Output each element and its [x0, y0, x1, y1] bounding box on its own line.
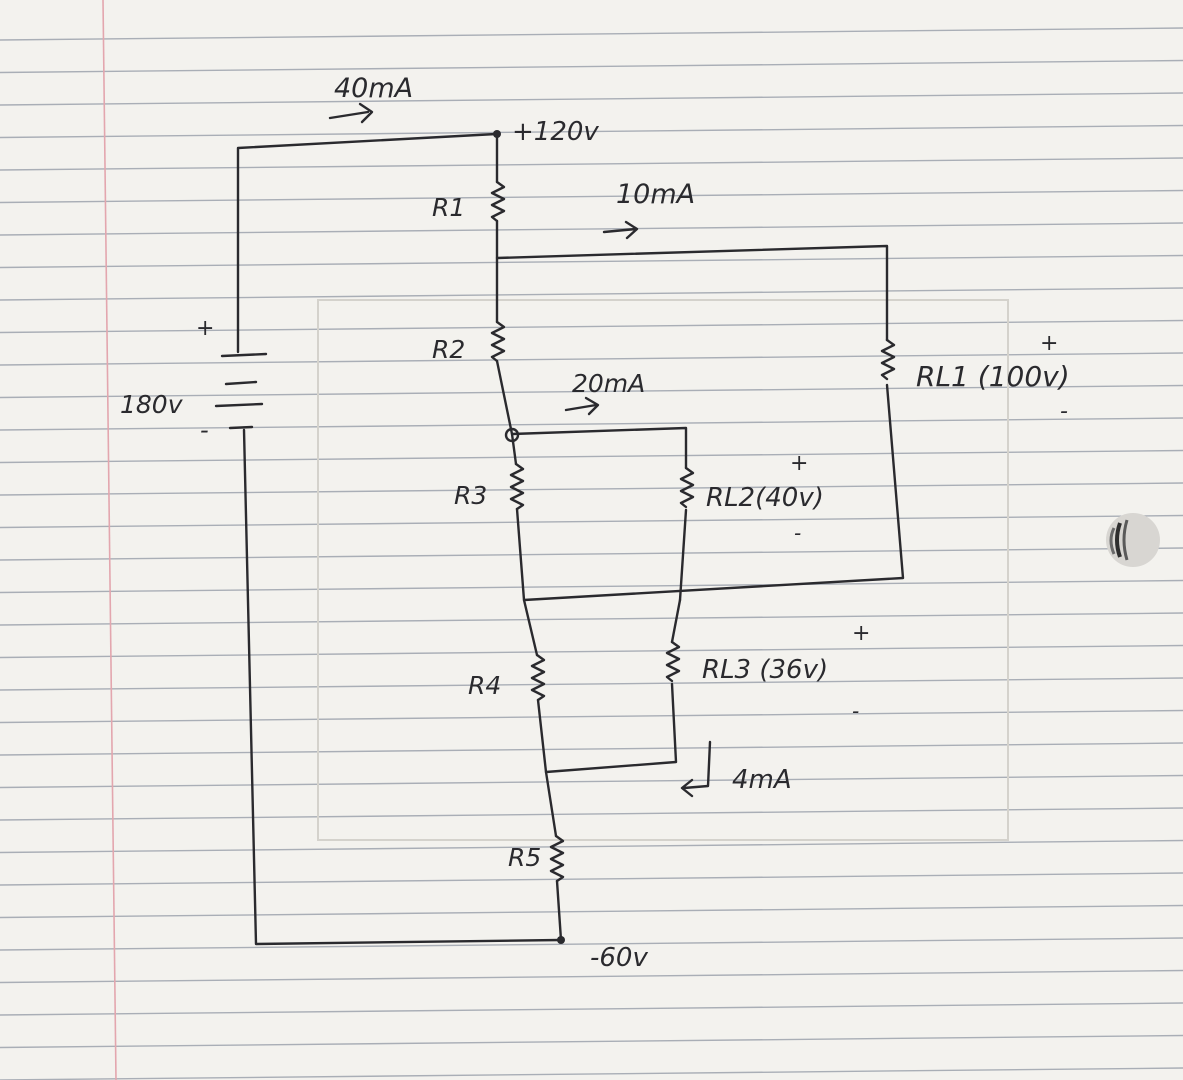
rule-line [0, 937, 1183, 951]
rule-line [0, 774, 1183, 789]
arrow-10ma [602, 220, 639, 240]
rule-line [0, 222, 1183, 236]
wire-rl3-loop [544, 598, 682, 774]
label-r2: R2 [432, 335, 465, 364]
battery-symbol [214, 352, 268, 430]
rule-line [0, 384, 1183, 399]
arrow-40ma [328, 102, 374, 124]
rule-line [0, 514, 1183, 529]
rule-line [0, 92, 1183, 106]
wire-left-bottom [242, 428, 562, 946]
arrow-20ma [564, 396, 600, 416]
rule-line [0, 157, 1183, 171]
rule-line [0, 904, 1183, 919]
label-source-voltage: 180v [120, 390, 184, 419]
show-through-rectangle [317, 299, 1009, 841]
rule-line [0, 254, 1183, 269]
rl1-zigzag [880, 338, 896, 381]
label-supply-current: 40mA [334, 73, 413, 104]
rule-line [0, 27, 1183, 41]
label-rl2: RL2(40v) [706, 483, 824, 513]
label-r4: R4 [468, 671, 501, 700]
label-r3: R3 [454, 481, 487, 510]
rule-line [0, 677, 1183, 691]
labels: 40mA +120v + 180v - R1 R2 R3 R4 R5 10mA … [120, 73, 1070, 973]
rule-line [0, 1002, 1183, 1016]
wire-top [236, 132, 498, 354]
arrow-4ma [680, 740, 712, 798]
rule-line [0, 482, 1183, 496]
rule-line [0, 189, 1183, 204]
rule-line [0, 969, 1183, 984]
r5-zigzag [549, 834, 565, 883]
wire-r5-bottom [555, 879, 563, 942]
label-rl2-current: 20mA [572, 369, 645, 398]
r1-zigzag [490, 180, 506, 223]
label-rl2-minus: - [794, 521, 801, 545]
ruled-lines [0, 27, 1183, 1080]
label-rl1: RL1 (100v) [916, 360, 1070, 393]
rule-line [0, 612, 1183, 626]
rule-line [0, 872, 1183, 886]
label-top-voltage: +120v [512, 117, 599, 147]
label-source-plus: + [196, 316, 214, 341]
label-rl3-current: 4mA [732, 765, 792, 795]
rule-line [0, 319, 1183, 334]
rule-line [0, 124, 1183, 139]
rule-line [0, 1067, 1183, 1080]
rule-line [0, 742, 1183, 756]
wire-rl1-loop [495, 244, 905, 602]
label-rl2-plus: + [790, 451, 808, 476]
rule-line [0, 839, 1183, 854]
rule-line [0, 417, 1183, 431]
rl3-zigzag [665, 640, 681, 683]
rule-line [0, 352, 1183, 366]
rule-line [0, 1034, 1183, 1049]
rule-line [0, 709, 1183, 724]
label-rl3-plus: + [852, 621, 870, 646]
rule-line [0, 547, 1183, 561]
r3-zigzag [509, 462, 525, 511]
label-r1: R1 [432, 193, 465, 222]
rule-line [0, 449, 1183, 464]
label-rl3: RL3 (36v) [702, 655, 828, 685]
rule-line [0, 287, 1183, 301]
label-r5: R5 [508, 843, 541, 872]
rl2-zigzag [679, 466, 695, 509]
circuit [214, 102, 905, 946]
r2-zigzag [490, 320, 506, 363]
rule-line [0, 644, 1183, 659]
label-rl1-minus: - [1060, 399, 1068, 424]
rule-line [0, 807, 1183, 821]
label-source-minus: - [200, 416, 209, 444]
label-rl1-current: 10mA [616, 179, 695, 210]
node-middle [504, 427, 520, 443]
label-rl1-plus: + [1040, 331, 1058, 356]
margin-line [102, 0, 117, 1080]
binder-hole [1106, 513, 1160, 567]
rule-line [0, 59, 1183, 74]
r4-zigzag [530, 653, 546, 702]
rule-line [0, 579, 1183, 594]
label-rl3-minus: - [852, 699, 859, 723]
label-bottom-voltage: -60v [590, 943, 648, 973]
node-bottom [557, 936, 565, 944]
wire-rl2-loop [510, 426, 688, 602]
